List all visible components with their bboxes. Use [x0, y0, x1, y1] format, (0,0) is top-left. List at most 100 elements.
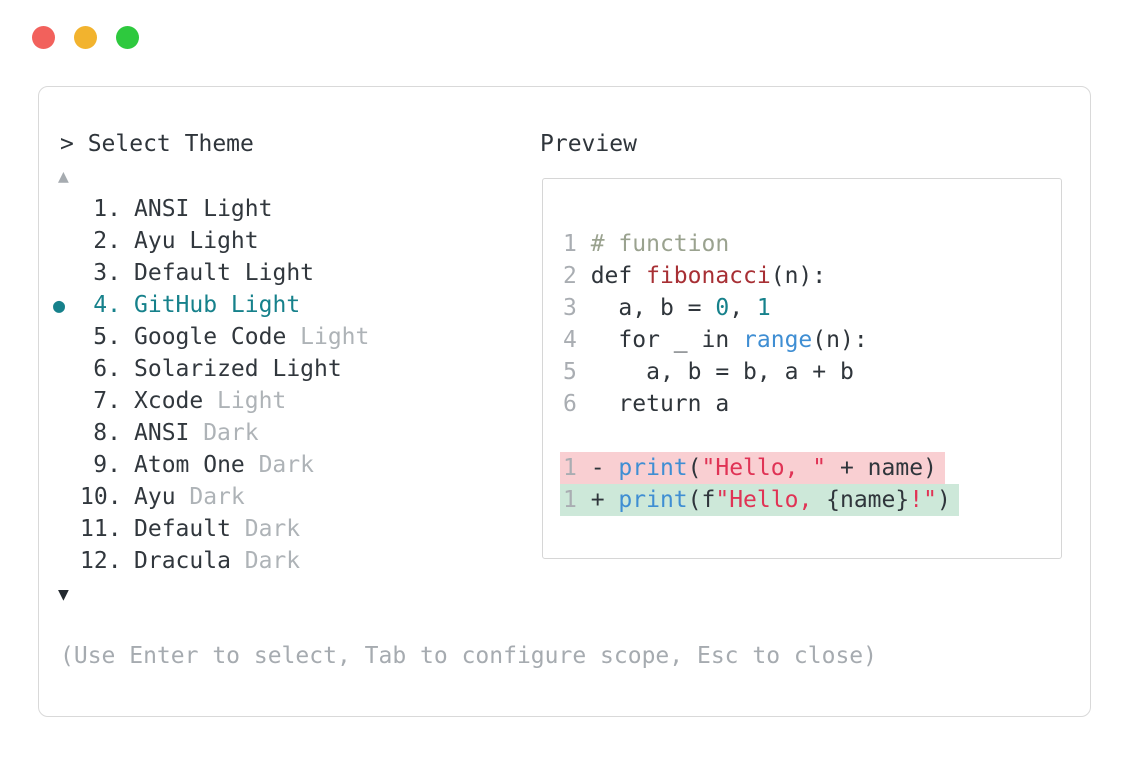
- theme-list-item[interactable]: 1. ANSI Light: [53, 193, 369, 225]
- theme-list-item[interactable]: 2. Ayu Light: [53, 225, 369, 257]
- code-token: 2: [563, 263, 591, 289]
- window-controls: [32, 26, 139, 49]
- code-token: 1: [563, 455, 591, 481]
- theme-number: 11.: [80, 516, 122, 542]
- theme-name: Solarized Light: [134, 356, 342, 382]
- code-token: def: [590, 263, 647, 289]
- code-token: (n):: [770, 263, 827, 289]
- theme-name: Default Light: [134, 260, 315, 286]
- diff-added-line: 1 + print(f"Hello, {name}!"): [560, 484, 959, 516]
- code-token: 0: [715, 295, 730, 321]
- theme-variant-dim: Dark: [244, 516, 301, 542]
- code-line: 5 a, b = b, a + b: [563, 356, 959, 388]
- theme-name: Default: [134, 516, 231, 542]
- theme-list-item[interactable]: 8. ANSI Dark: [53, 417, 369, 449]
- theme-variant-dim: Light: [300, 324, 370, 350]
- code-token: print: [618, 455, 688, 481]
- code-token: 3: [563, 295, 591, 321]
- close-button[interactable]: [32, 26, 55, 49]
- theme-number: 10.: [80, 484, 122, 510]
- theme-picker-window: > Select Theme Preview ▲ 1. ANSI Light 2. A…: [38, 86, 1091, 717]
- code-token: 6: [563, 391, 591, 417]
- code-token: (f: [687, 487, 716, 513]
- code-line: 6 return a: [563, 388, 959, 420]
- code-line: 2 def fibonacci(n):: [563, 260, 959, 292]
- code-token: range: [743, 327, 813, 353]
- theme-variant-dim: Dark: [244, 548, 301, 574]
- theme-variant-dim: Light: [217, 388, 287, 414]
- theme-list-item[interactable]: 7. Xcode Light: [53, 385, 369, 417]
- code-line: 1 # function: [563, 228, 959, 260]
- code-token: +: [590, 487, 619, 513]
- theme-name: GitHub Light: [134, 292, 301, 318]
- code-token: "Hello,: [715, 487, 827, 513]
- theme-list-item[interactable]: 5. Google Code Light: [53, 321, 369, 353]
- theme-variant-dim: Dark: [258, 452, 314, 478]
- zoom-button[interactable]: [116, 26, 139, 49]
- code-token: 1: [563, 487, 591, 513]
- code-token: 1: [563, 231, 591, 257]
- theme-name: ANSI: [134, 420, 190, 446]
- code-line: 1 - print("Hello, " + name): [560, 452, 959, 484]
- code-token: 5: [563, 359, 591, 385]
- theme-name: Atom One: [134, 452, 245, 478]
- theme-number: 6.: [93, 356, 121, 382]
- keyboard-hint-text: (Use Enter to select, Tab to configure s…: [60, 643, 877, 669]
- theme-name: Google Code: [134, 324, 287, 350]
- code-token: (: [687, 455, 702, 481]
- selected-bullet-icon: ●: [53, 293, 66, 317]
- minimize-button[interactable]: [74, 26, 97, 49]
- theme-variant-dim: Dark: [203, 420, 259, 446]
- code-token: 1: [756, 295, 771, 321]
- preview-pane-title: Preview: [540, 131, 637, 157]
- code-token: !": [909, 487, 937, 513]
- code-token: # function: [590, 231, 730, 257]
- code-token: a, b =: [590, 295, 716, 321]
- theme-name: Dracula: [134, 548, 231, 574]
- code-token: 4: [563, 327, 591, 353]
- theme-name: ANSI Light: [134, 196, 273, 222]
- code-token: ,: [729, 295, 757, 321]
- theme-list-item[interactable]: 11. Default Dark: [53, 513, 369, 545]
- theme-number: 5.: [93, 324, 121, 350]
- theme-list-item[interactable]: 6. Solarized Light: [53, 353, 369, 385]
- code-token: {name}: [826, 487, 910, 513]
- theme-list-item[interactable]: 3. Default Light: [53, 257, 369, 289]
- theme-list: 1. ANSI Light 2. Ayu Light 3. Default Light ● 4…: [53, 193, 369, 577]
- code-token: for _ in: [590, 327, 744, 353]
- code-token: (n):: [812, 327, 868, 353]
- code-token: ): [936, 487, 951, 513]
- code-token: a, b = b, a + b: [590, 359, 854, 385]
- theme-list-item[interactable]: 10. Ayu Dark: [53, 481, 369, 513]
- code-line: 4 for _ in range(n):: [563, 324, 959, 356]
- theme-number: 1.: [93, 196, 121, 222]
- theme-list-item[interactable]: ● 4. GitHub Light: [53, 289, 369, 321]
- code-token: print: [618, 487, 688, 513]
- theme-number: 4.: [93, 292, 121, 318]
- theme-number: 12.: [80, 548, 122, 574]
- code-token: + name): [826, 455, 937, 481]
- theme-list-item[interactable]: 12. Dracula Dark: [53, 545, 369, 577]
- theme-number: 2.: [93, 228, 121, 254]
- code-token: return a: [590, 391, 730, 417]
- theme-name: Ayu Light: [134, 228, 259, 254]
- theme-name: Xcode: [134, 388, 204, 414]
- theme-list-item[interactable]: 9. Atom One Dark: [53, 449, 369, 481]
- select-theme-prompt: > Select Theme: [60, 131, 254, 157]
- code-line: 1 + print(f"Hello, {name}!"): [560, 484, 959, 516]
- scroll-down-icon[interactable]: ▼: [58, 584, 69, 605]
- code-line: 3 a, b = 0, 1: [563, 292, 959, 324]
- theme-number: 9.: [93, 452, 121, 478]
- code-line: [563, 420, 959, 452]
- theme-number: 3.: [93, 260, 121, 286]
- theme-number: 7.: [93, 388, 121, 414]
- diff-removed-line: 1 - print("Hello, " + name): [560, 452, 945, 484]
- theme-name: Ayu: [134, 484, 176, 510]
- theme-variant-dim: Dark: [189, 484, 245, 510]
- scroll-up-icon[interactable]: ▲: [58, 166, 69, 187]
- theme-number: 8.: [93, 420, 121, 446]
- code-token: -: [590, 455, 619, 481]
- code-token: fibonacci: [646, 263, 771, 289]
